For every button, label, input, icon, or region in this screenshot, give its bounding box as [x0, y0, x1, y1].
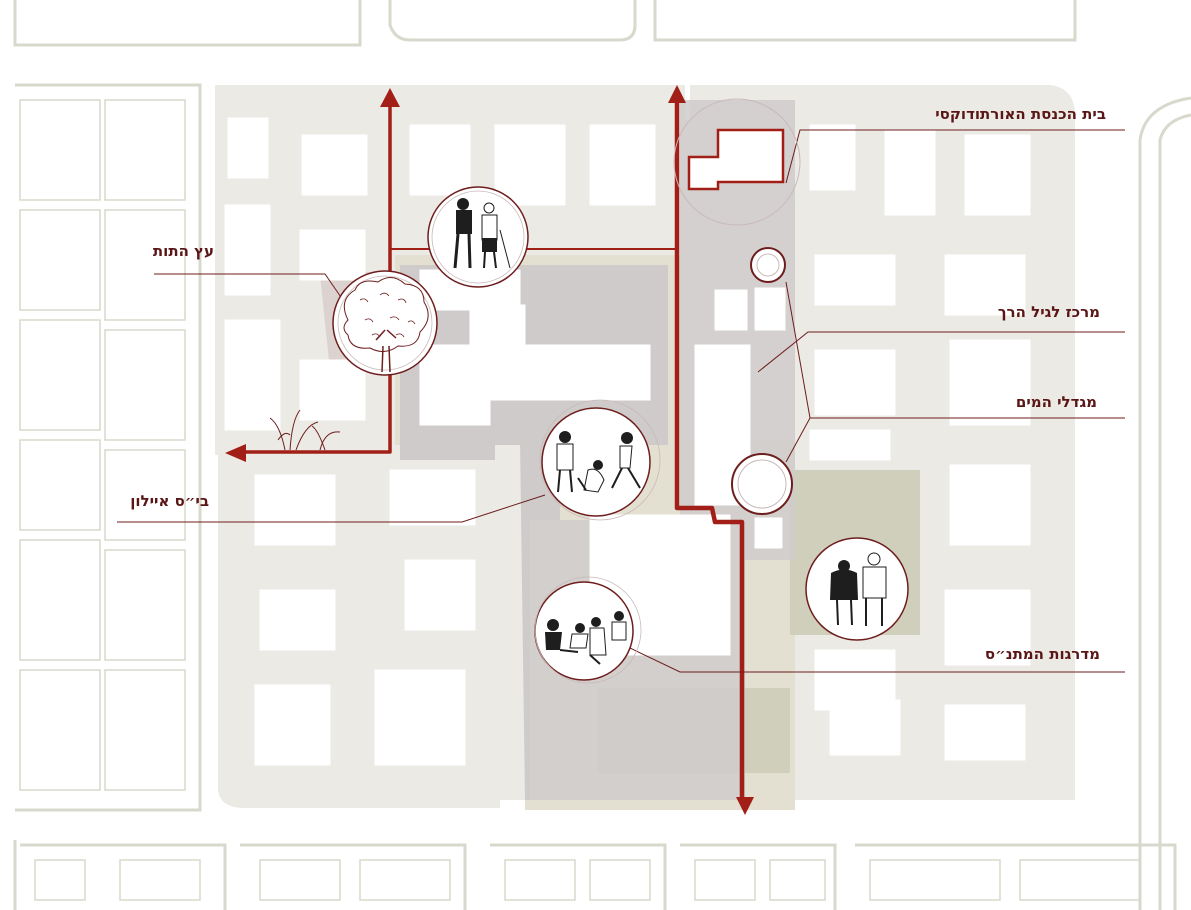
callout-line-steps — [629, 647, 1125, 673]
lot-outlines — [19, 99, 1141, 901]
buildings — [224, 117, 1031, 766]
callout-line-tree — [154, 273, 346, 304]
arrow-left-icon — [225, 444, 246, 462]
label-synagogue: בית הכנסת האורתודוקסי — [935, 105, 1106, 123]
water-towers — [731, 247, 793, 515]
callout-line-school — [117, 494, 546, 523]
callout-lines — [117, 129, 1125, 673]
label-water-towers: מגדלי המים — [1015, 393, 1097, 411]
children-icon — [539, 399, 661, 521]
people-icon — [427, 186, 529, 288]
route-main-north-south — [674, 97, 745, 803]
seniors-icon — [805, 537, 909, 641]
plant-icon — [269, 409, 341, 451]
sitting-group-icon — [534, 576, 642, 684]
label-community-center-steps: מדרגות המתנ״ס — [984, 645, 1100, 663]
arrow-down-icon — [736, 797, 754, 815]
vignette-circles — [332, 98, 909, 684]
callout-line-senior-center — [757, 331, 1125, 373]
tree-icon — [332, 270, 438, 376]
route-west-branch — [238, 98, 392, 454]
label-ayalon-school: בי״ס איילון — [130, 492, 209, 510]
callout-line-water-towers-2 — [785, 417, 811, 463]
arrow-up-icon — [380, 88, 400, 107]
synagogue-building — [687, 128, 785, 191]
arrow-up-icon — [668, 85, 686, 103]
label-senior-center: מרכז לגיל הרך — [997, 303, 1100, 321]
route-arrows — [225, 85, 754, 815]
surrounding-street-blocks — [13, 0, 1191, 910]
callout-line-synagogue — [785, 129, 1125, 184]
label-mulberry-tree: עץ התות — [152, 242, 214, 260]
